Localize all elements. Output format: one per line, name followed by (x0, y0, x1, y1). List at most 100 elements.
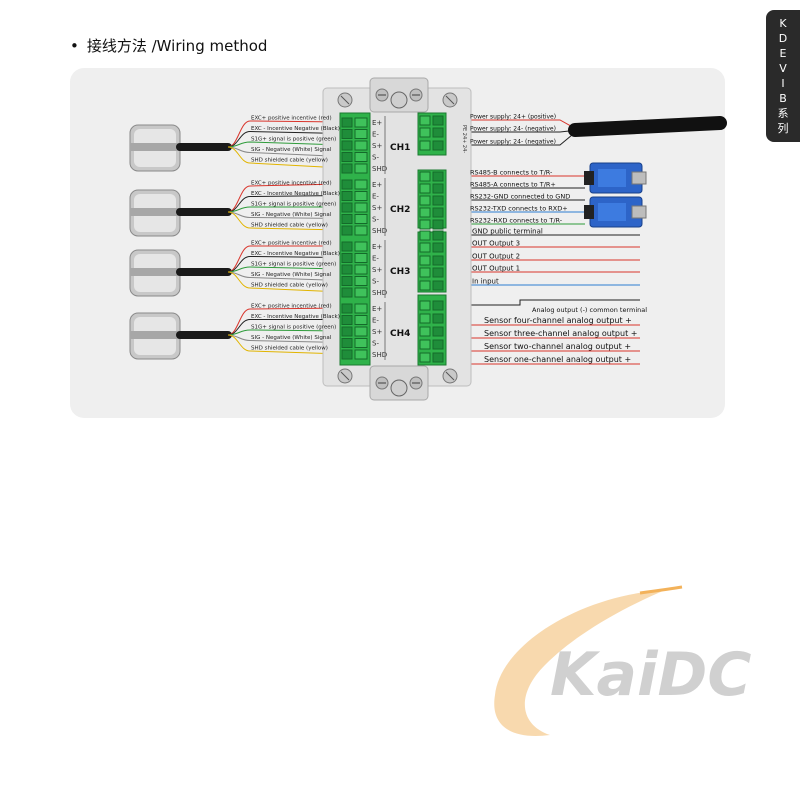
terminal-pin (341, 163, 353, 174)
terminal-screw (419, 339, 431, 350)
bullet: • (70, 37, 79, 55)
terminal-pin (432, 300, 444, 311)
terminal-pin (432, 219, 444, 230)
terminal-pin (341, 214, 353, 224)
wire-label: EXC - Incentive Negative (Black) (251, 126, 340, 132)
power-label: Power supply: 24- (negative) (470, 126, 556, 133)
wire-label: EXC+ positive incentive (red) (251, 116, 332, 122)
pin-label: SHD (372, 289, 387, 297)
usb-plug-icon (631, 205, 647, 219)
terminal-pin (341, 326, 353, 337)
terminal-screw (419, 127, 431, 138)
terminal-screw (354, 276, 368, 286)
pin-label: S- (372, 278, 379, 286)
terminal-screw (354, 326, 368, 337)
terminal-pin (432, 140, 444, 151)
comm-label: RS232-RXD connects to T/R- (470, 217, 563, 225)
wire-label: SIG - Negative (White) Signal (251, 272, 332, 278)
terminal-pin (341, 140, 353, 151)
terminal-pin (432, 326, 444, 337)
terminal-screw (354, 315, 368, 325)
terminal-pin (432, 242, 444, 253)
wire-label: S1G+ signal is positive (green) (251, 137, 336, 143)
center-screw-icon (390, 379, 408, 397)
series-tab-char: 系 (777, 107, 789, 120)
pin-label: E+ (372, 119, 382, 127)
io-label: GND public terminal (472, 228, 543, 236)
terminal-pin (432, 207, 444, 218)
power-label: Power supply: 24- (negative) (470, 139, 556, 146)
terminal-pin (341, 117, 353, 128)
pin-label: E+ (372, 181, 382, 189)
terminal-pin (432, 230, 444, 241)
wire-label: EXC - Incentive Negative (Black) (251, 191, 340, 197)
terminal-screw (419, 267, 431, 278)
pin-label: S- (372, 154, 379, 162)
terminal-screw (419, 219, 431, 230)
analog-label: Sensor one-channel analog output + (484, 355, 631, 364)
channel-label: CH2 (390, 205, 410, 215)
wire-label: S1G+ signal is positive (green) (251, 262, 336, 268)
terminal-pin (432, 195, 444, 206)
terminal-screw (354, 349, 368, 360)
wire-label: S1G+ signal is positive (green) (251, 202, 336, 208)
sensor-band (130, 143, 180, 151)
sensor-band (130, 208, 180, 216)
channel-label: CH4 (390, 329, 410, 339)
converter-label-plate (598, 203, 626, 221)
terminal-screw (419, 171, 431, 182)
wire-label: S1G+ signal is positive (green) (251, 325, 336, 331)
wire-label: SIG - Negative (White) Signal (251, 147, 332, 153)
center-screw-icon (390, 91, 408, 109)
terminal-screw (354, 202, 368, 213)
series-tab-char: K (779, 17, 787, 30)
section-heading: • 接线方法 /Wiring method (70, 35, 267, 56)
terminal-screw (354, 140, 368, 151)
pin-label: E+ (372, 305, 382, 313)
comm-label: RS485-B connects to T/R- (470, 169, 553, 177)
analog-label: Sensor three-channel analog output + (484, 329, 637, 338)
terminal-screw (354, 287, 368, 298)
terminal-pin (432, 339, 444, 350)
terminal-pin (341, 349, 353, 360)
pin-label: SHD (372, 165, 387, 173)
wire-label: EXC - Incentive Negative (Black) (251, 251, 340, 257)
power-pin-label: PE 24+ 24- (461, 125, 467, 153)
series-tab: K D E V I B 系 列 (766, 10, 800, 142)
channel-label: CH1 (390, 143, 410, 153)
heading-text: 接线方法 /Wiring method (86, 37, 268, 55)
pin-label: S+ (372, 142, 382, 150)
analog-label: Sensor four-channel analog output + (484, 316, 632, 325)
terminal-pin (341, 287, 353, 298)
terminal-pin (341, 241, 353, 252)
sensor-wire (227, 211, 343, 231)
terminal-pin (341, 264, 353, 275)
pin-label: E- (372, 193, 379, 201)
wire-label: EXC - Incentive Negative (Black) (251, 314, 340, 320)
io-label: In input (472, 278, 499, 286)
terminal-screw (419, 352, 431, 363)
terminal-pin (341, 303, 353, 314)
wire-label: EXC+ positive incentive (red) (251, 304, 332, 310)
pin-label: S+ (372, 328, 382, 336)
comm-label: RS232-TXD connects to RXD+ (470, 205, 568, 213)
terminal-screw (354, 241, 368, 252)
terminal-pin (432, 255, 444, 266)
io-label: OUT Output 1 (472, 265, 520, 273)
terminal-screw (354, 214, 368, 224)
logo-spark (639, 585, 683, 595)
screw-slot (340, 371, 350, 381)
terminal-screw (354, 253, 368, 263)
terminal-screw (354, 338, 368, 348)
terminal-screw (354, 163, 368, 174)
screw-slot (340, 95, 350, 105)
terminal-pin (341, 191, 353, 201)
terminal-screw (419, 280, 431, 291)
sensor-wire (227, 334, 343, 355)
terminal-pin (432, 115, 444, 126)
analog-label: Sensor two-channel analog output + (484, 342, 631, 351)
pin-label: E+ (372, 243, 382, 251)
terminal-pin (432, 183, 444, 194)
terminal-screw (354, 225, 368, 236)
sensor-band (130, 331, 180, 339)
